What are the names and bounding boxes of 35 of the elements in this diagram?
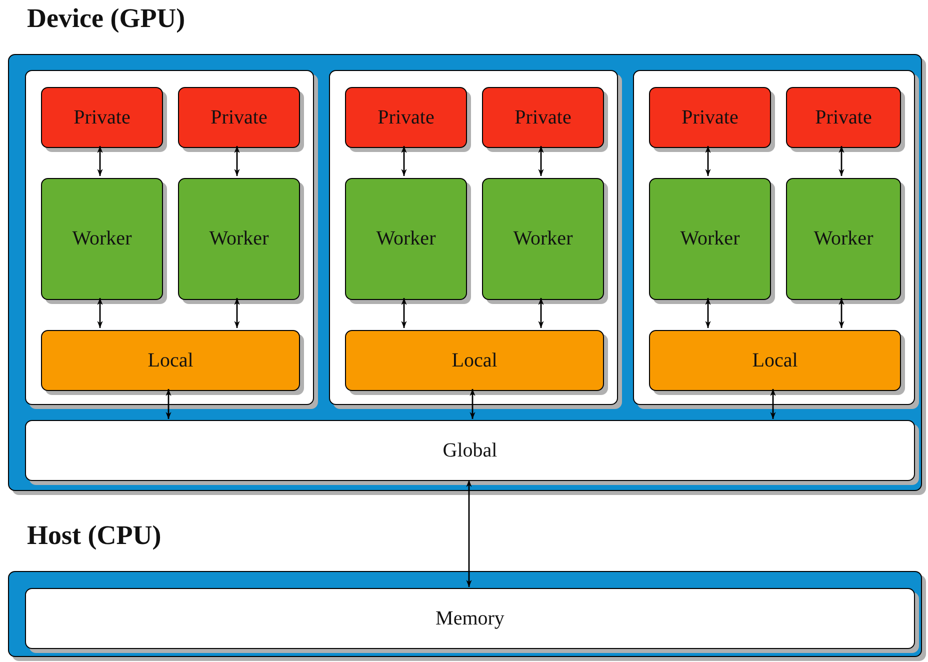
box-label: Worker (375, 228, 437, 250)
double-arrow (538, 298, 544, 328)
box-label: Private (210, 106, 268, 129)
section-heading: Device (GPU) (27, 3, 186, 34)
box-label: Worker (512, 228, 574, 250)
double-arrow (838, 146, 844, 176)
box-label: Global (442, 439, 498, 462)
double-arrow (166, 389, 172, 419)
box-label: Private (680, 106, 740, 129)
double-arrow (97, 146, 103, 176)
double-arrow (234, 146, 240, 176)
double-arrow (466, 480, 472, 587)
box-label: Worker (812, 228, 874, 250)
double-arrow (97, 298, 103, 328)
double-arrow (770, 389, 776, 419)
double-arrow (838, 298, 844, 328)
box-label: Worker (208, 228, 270, 250)
box-label: Memory (434, 607, 506, 630)
box-label: Local (146, 349, 194, 372)
double-arrow (538, 146, 544, 176)
box-label: Private (514, 106, 572, 129)
box-label: Private (814, 106, 873, 129)
box-label: Private (376, 106, 436, 129)
box-label: Local (751, 349, 799, 372)
section-heading: Host (CPU) (27, 520, 162, 551)
box-label: Worker (679, 228, 741, 250)
box-label: Worker (71, 228, 133, 250)
box-label: Private (72, 106, 132, 129)
double-arrow (401, 298, 407, 328)
double-arrow (234, 298, 240, 328)
double-arrow (705, 298, 711, 328)
double-arrow (401, 146, 407, 176)
double-arrow (470, 389, 476, 419)
box-label: Local (450, 349, 498, 372)
double-arrow (705, 146, 711, 176)
